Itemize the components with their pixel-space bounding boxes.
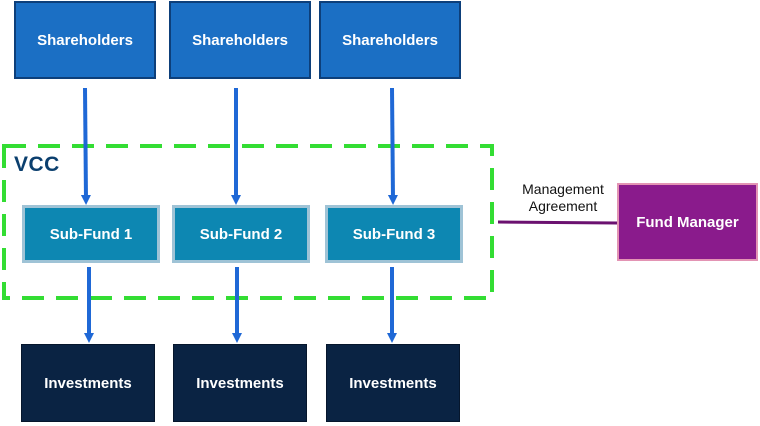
shareholders-label: Shareholders [37,31,133,49]
arrow-shareholders-3-to-sub-fund-3 [387,87,398,205]
sub-fund-label: Sub-Fund 3 [352,225,436,243]
investments-box-3: Investments [326,344,460,422]
arrow-shareholders-1-to-sub-fund-1 [80,87,91,205]
shareholders-box-1: Shareholders [14,1,156,79]
management-agreement-line [497,220,618,225]
management-agreement-label: Management Agreement [522,181,604,214]
sub-fund-box-2: Sub-Fund 2 [172,205,310,263]
investments-label: Investments [349,374,437,392]
sub-fund-label: Sub-Fund 1 [49,225,133,243]
shareholders-box-2: Shareholders [169,1,311,79]
investments-label: Investments [196,374,284,392]
shareholders-label: Shareholders [342,31,438,49]
vcc-label: VCC [14,153,60,176]
investments-label: Investments [44,374,132,392]
vcc-boundary [2,144,494,300]
shareholders-box-3: Shareholders [319,1,461,79]
sub-fund-box-3: Sub-Fund 3 [325,205,463,263]
investments-box-2: Investments [173,344,307,422]
shareholders-label: Shareholders [192,31,288,49]
fund-manager-label: Fund Manager [636,213,739,231]
fund-manager-box: Fund Manager [617,183,758,261]
sub-fund-box-1: Sub-Fund 1 [22,205,160,263]
investments-box-1: Investments [21,344,155,422]
sub-fund-label: Sub-Fund 2 [199,225,283,243]
